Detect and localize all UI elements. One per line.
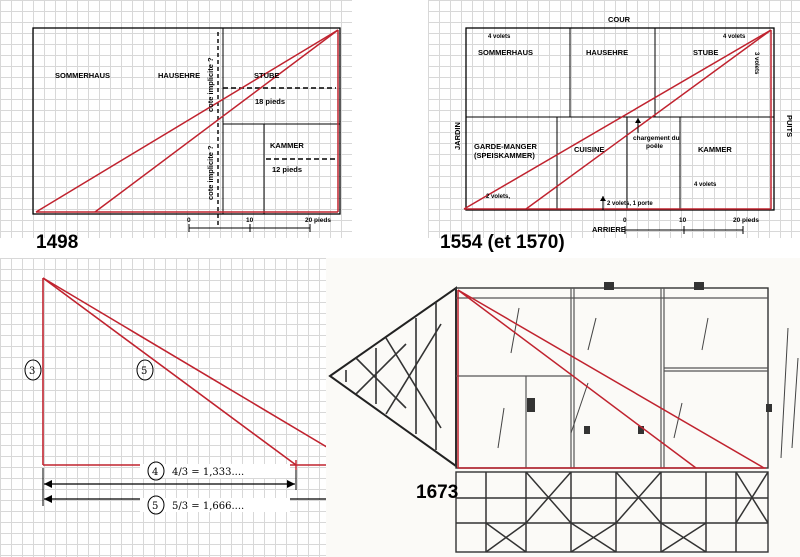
note-4-volets-b: 4 volets <box>723 34 746 40</box>
note-2-volets: 2 volets, <box>486 194 510 200</box>
room-hausehre: HAUSEHRE <box>158 71 200 80</box>
triangle-drawing: 3 5 4 4/3 = 1,333.... 5 5/3 = 1,666.... <box>24 277 358 515</box>
ratio-5-text: 5/3 = 1,666.... <box>172 501 244 512</box>
dim-18-pieds: 18 pieds <box>255 97 285 106</box>
scale-0: 0 <box>187 217 191 224</box>
room-stube: STUBE <box>254 71 279 80</box>
room-hausehre: HAUSEHRE <box>586 48 628 57</box>
ratio-5-bg <box>140 498 290 512</box>
circle-ratio-5 <box>147 495 165 515</box>
diagonal-red-2 <box>457 289 697 469</box>
plan-walls <box>456 288 768 468</box>
plan-details <box>527 282 772 434</box>
room-sommerhaus: SOMMERHAUS <box>478 48 533 57</box>
scale-10: 10 <box>246 217 254 224</box>
ratio-4-text: 4/3 = 1,333.... <box>172 467 244 478</box>
note-poele: poêle <box>646 143 663 150</box>
side-puits: PUITS <box>785 115 794 137</box>
plan-1554-drawing: COUR ARRIERE JARDIN PUITS SOMMERHAUS HAU… <box>453 15 794 234</box>
plan-outline <box>455 287 769 469</box>
arrowhead-porte <box>600 196 606 201</box>
plan-1498-drawing: SOMMERHAUS HAUSEHRE STUBE KAMMER 18 pied… <box>32 27 341 232</box>
room-kammer: KAMMER <box>698 145 732 154</box>
diagonal-red-1 <box>463 29 772 210</box>
diagonal-red-1 <box>35 29 339 213</box>
cote-implicite-top: cote implicite ? <box>206 57 215 112</box>
handwriting-marks <box>497 307 799 459</box>
room-kammer: KAMMER <box>270 141 304 150</box>
scale-20: 20 pieds <box>305 217 331 224</box>
arrowhead-chargement <box>635 118 641 123</box>
scale-0: 0 <box>623 217 627 224</box>
side-arriere: ARRIERE <box>592 225 626 234</box>
plan-1554-panel: COUR ARRIERE JARDIN PUITS SOMMERHAUS HAU… <box>428 0 800 238</box>
label-5: 5 <box>141 366 147 377</box>
cote-implicite-bottom: cote implicite ? <box>206 145 215 200</box>
note-chargement: chargement du <box>633 135 680 142</box>
caption-1498: 1498 <box>36 232 79 253</box>
elevation-timbers <box>456 471 769 553</box>
plan-1673-drawing <box>328 282 799 553</box>
circle-5 <box>136 359 154 381</box>
side-cour: COUR <box>608 15 631 24</box>
room-sommerhaus: SOMMERHAUS <box>55 71 110 80</box>
circle-ratio-4 <box>147 461 165 481</box>
hypotenuse-4 <box>42 277 297 466</box>
ratio-4-bg <box>140 464 290 478</box>
side-jardin: JARDIN <box>453 122 462 150</box>
gable <box>328 286 457 468</box>
elevation-outline <box>455 471 769 553</box>
room-garde-manger: GARDE-MANGER <box>474 142 537 151</box>
scale-20: 20 pieds <box>733 217 759 224</box>
note-porte: 2 volets, 1 porte <box>607 201 653 207</box>
arrowhead-5-left <box>44 495 52 503</box>
circle-3 <box>24 359 42 381</box>
caption-1554: 1554 (et 1570) <box>440 232 565 253</box>
caption-1673: 1673 <box>416 482 459 503</box>
arrowhead-4-right <box>287 480 295 488</box>
diagonal-red-2 <box>94 29 339 213</box>
label-3: 3 <box>29 366 35 377</box>
diagonal-red-1 <box>457 289 765 469</box>
note-4-volets-a: 4 volets <box>488 34 511 40</box>
plan-1498-panel: SOMMERHAUS HAUSEHRE STUBE KAMMER 18 pied… <box>0 0 352 238</box>
ratio-4-label: 4 <box>152 467 158 478</box>
scale-10: 10 <box>679 217 687 224</box>
ratio-5-label: 5 <box>152 501 158 512</box>
room-speiskammer: (SPEISKAMMER) <box>474 151 535 160</box>
house-outline <box>32 27 341 215</box>
note-4-volets-c: 4 volets <box>694 182 717 188</box>
gable-timbers <box>345 302 442 450</box>
hypotenuse-5 <box>42 277 358 466</box>
dim-12-pieds: 12 pieds <box>272 165 302 174</box>
room-cuisine: CUISINE <box>574 145 604 154</box>
note-3-volets: 3 volets <box>753 52 759 75</box>
room-stube: STUBE <box>693 48 718 57</box>
diagonal-red-2 <box>525 29 772 210</box>
house-outline <box>465 27 775 211</box>
plan-1673-panel <box>326 258 800 557</box>
arrowhead-4-left <box>44 480 52 488</box>
